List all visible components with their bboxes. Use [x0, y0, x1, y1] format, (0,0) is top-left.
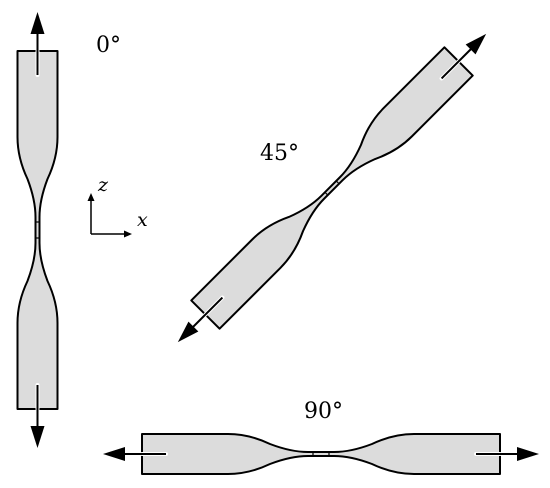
x-axis-label: x [137, 209, 148, 231]
label-90-degrees: 90° [304, 399, 343, 424]
z-axis-arrowhead [87, 193, 95, 201]
label-0-degrees: 0° [96, 33, 121, 58]
specimen-0-degrees [18, 12, 58, 448]
specimen-45-degrees [164, 20, 501, 357]
specimen-90-degrees [103, 434, 539, 474]
coordinate-axes: z x [87, 174, 148, 238]
label-45-degrees: 45° [260, 141, 299, 166]
z-axis-label: z [97, 174, 109, 196]
x-axis-arrowhead [124, 230, 132, 238]
